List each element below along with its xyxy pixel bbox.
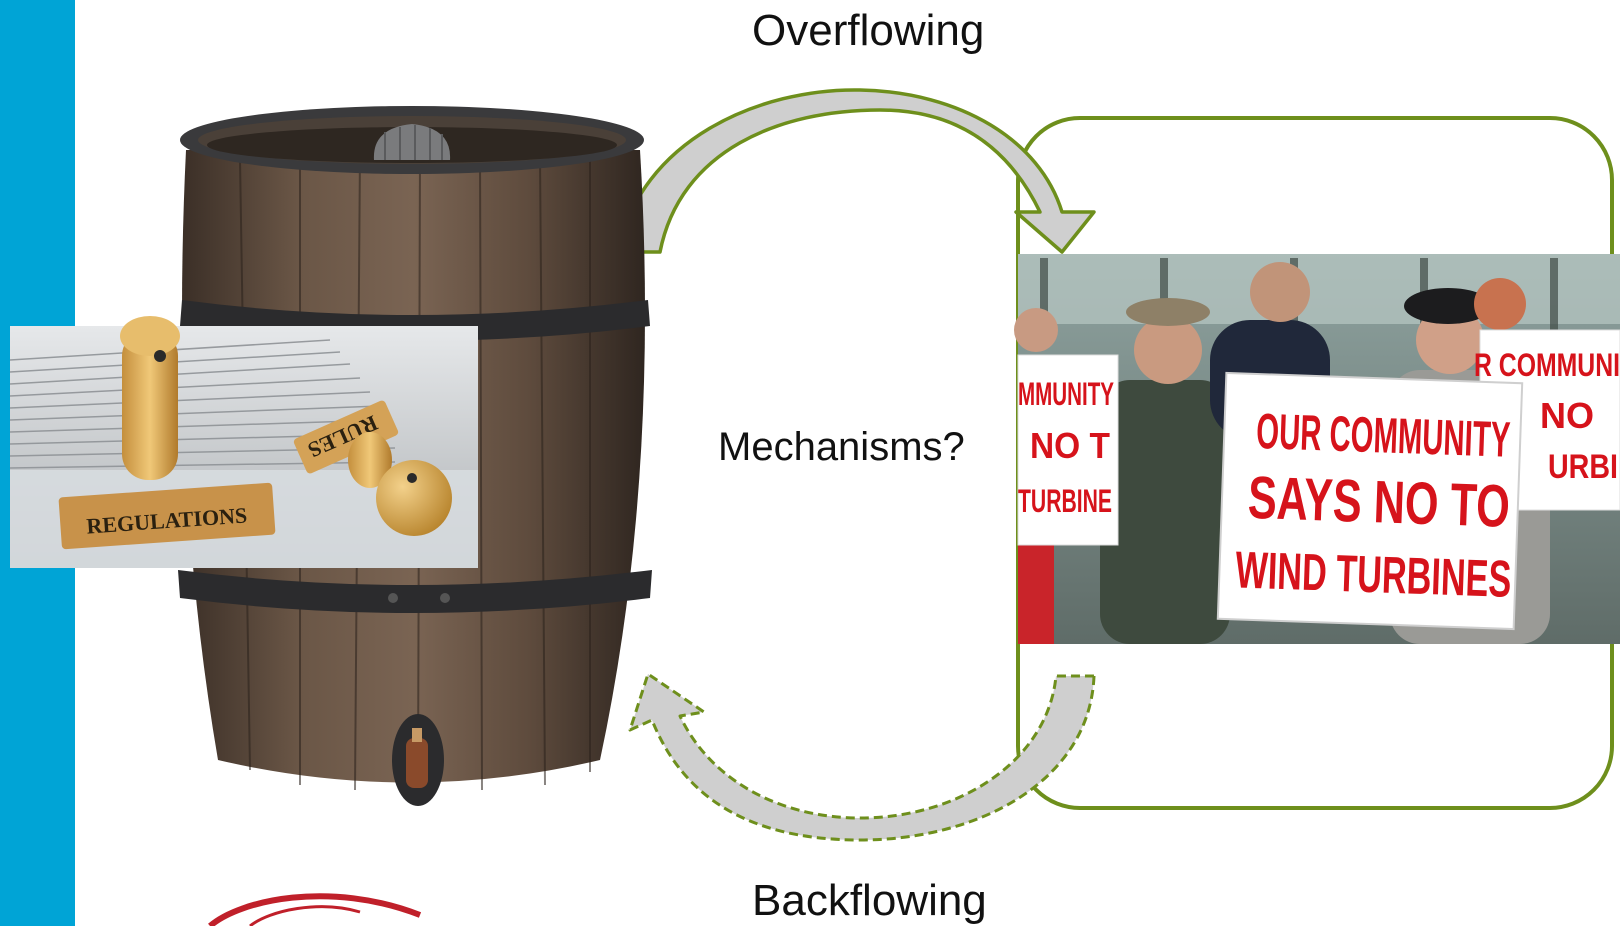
right-sign-line-2: NO (1540, 395, 1594, 436)
right-sign-line-1: R COMMUNI (1474, 347, 1620, 383)
overflow-arrow (616, 88, 1096, 254)
backflowing-label: Backflowing (752, 876, 987, 925)
logo-icon (208, 893, 422, 926)
left-sign-line-3: TURBINE (1018, 483, 1112, 519)
main-sign-line-1: OUR COMMUNITY (1255, 403, 1511, 468)
right-sign-line-3: URBI (1548, 448, 1618, 486)
mechanisms-label: Mechanisms? (718, 425, 965, 469)
left-sign-line-2: NO T (1030, 425, 1110, 466)
left-sign-line-1: MMUNITY (1018, 376, 1114, 412)
main-sign-line-3: WIND TURBINES (1234, 541, 1512, 609)
regulations-photo: REGULATIONS RULES (9, 316, 478, 568)
main-sign-line-2: SAYS NO TO (1247, 464, 1511, 540)
backflow-arrow (628, 672, 1096, 842)
overflowing-label: Overflowing (752, 6, 985, 55)
protest-photo: MMUNITY NO T TURBINE R COMMUNI NO URBI O… (1014, 254, 1620, 644)
